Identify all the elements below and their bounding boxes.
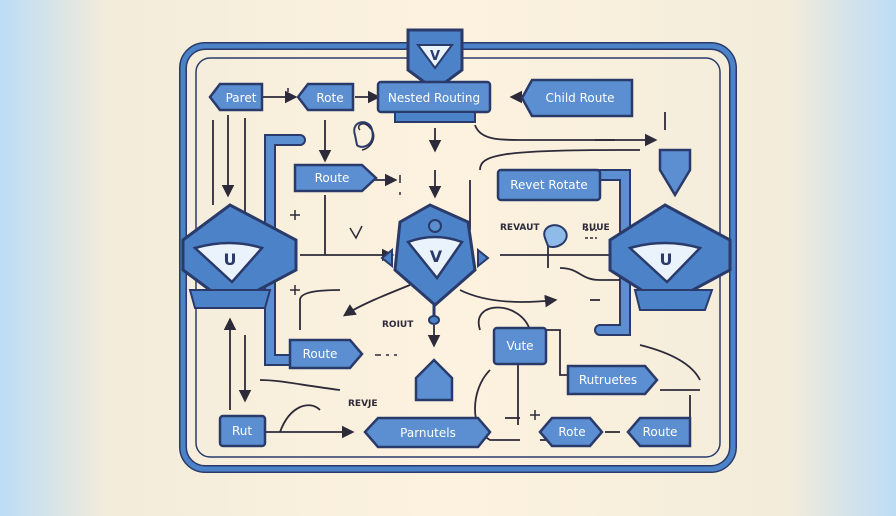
top-hub: V [406, 28, 464, 92]
blob-icon [543, 224, 568, 248]
node-route-bottom: Route [626, 416, 692, 448]
node-paret: Paret [208, 82, 264, 112]
node-rut-label: Rut [232, 424, 252, 438]
left-hub-label: U [224, 250, 237, 269]
annotation-ruue: RUUE [582, 223, 610, 233]
top-hub-label: V [430, 49, 440, 64]
node-vute: Vute [492, 326, 548, 366]
node-vute-label: Vute [506, 339, 533, 353]
node-route-upper-label: Route [315, 171, 350, 185]
annotation-roiut: ROIUT [382, 320, 414, 330]
right-hub-label: U [660, 250, 673, 269]
node-route-upper: Route [293, 163, 378, 193]
node-rote-bottom-label: Rote [558, 425, 585, 439]
up-arrow-shape [414, 358, 454, 402]
node-route-bottom-label: Route [643, 425, 678, 439]
node-rote-top-label: Rote [316, 91, 343, 105]
node-nested-routing: Nested Routing [376, 80, 492, 123]
node-paret-label: Paret [226, 91, 257, 105]
node-revet-rotate-label: Revet Rotate [510, 178, 587, 192]
node-child-route: Child Route [520, 78, 634, 118]
node-rutruetes-label: Rutruetes [579, 373, 637, 387]
decorative-marks [287, 88, 597, 420]
node-rote-top: Rote [296, 82, 355, 112]
node-child-route-label: Child Route [546, 91, 615, 105]
annotation-revje: REVJE [348, 399, 378, 409]
annotation-revaut: REVAUT [500, 223, 540, 233]
node-rut: Rut [218, 414, 267, 448]
right-hub: U [608, 203, 732, 311]
node-parnutels: Parnutels [363, 416, 492, 449]
center-hub-label: V [430, 247, 443, 266]
node-parnutels-label: Parnutels [400, 426, 456, 440]
node-rote-bottom: Rote [538, 416, 604, 448]
heart-shape [353, 121, 374, 148]
down-arrow-shape [658, 148, 692, 198]
center-hub: V [380, 203, 490, 325]
node-route-lower: Route [288, 338, 364, 370]
node-nested-routing-label: Nested Routing [388, 91, 480, 105]
node-rutruetes: Rutruetes [566, 364, 659, 396]
left-hub: U [181, 203, 298, 309]
node-route-lower-label: Route [303, 347, 338, 361]
connectors [212, 90, 701, 441]
node-revet-rotate: Revet Rotate [496, 168, 602, 202]
